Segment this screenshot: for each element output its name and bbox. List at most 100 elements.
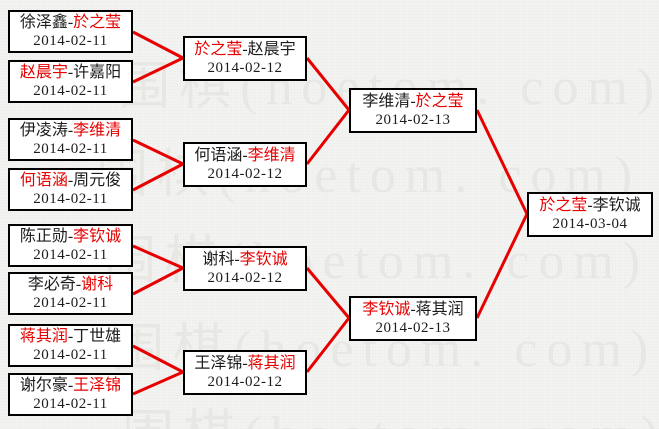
connector-line	[475, 109, 529, 215]
match-players: 徐泽鑫-於之莹	[20, 13, 121, 32]
match-date: 2014-02-12	[207, 166, 283, 182]
match-box-final[interactable]: 於之莹-李钦诚 2014-03-04	[527, 192, 653, 237]
match-box-sf-1[interactable]: 李维清-於之莹 2014-02-13	[349, 88, 477, 133]
player-1: 何语涵	[19, 172, 68, 189]
connector-line	[475, 213, 529, 319]
player-2: 许嘉阳	[73, 64, 122, 81]
name-separator: -	[67, 172, 74, 189]
match-box-r1-5[interactable]: 陈正勋-李钦诚 2014-02-11	[8, 224, 133, 267]
player-2: 李钦诚	[239, 251, 288, 268]
match-players: 李维清-於之莹	[362, 92, 463, 111]
connector-line	[305, 317, 351, 373]
match-players: 谢尔豪-王泽锦	[20, 376, 121, 395]
match-box-r2-4[interactable]: 王泽锦-蒋其润 2014-02-12	[183, 350, 307, 395]
connector-line	[132, 30, 184, 60]
player-2: 李维清	[247, 147, 296, 164]
player-2: 丁世雄	[73, 328, 122, 345]
connector-line	[132, 244, 184, 270]
name-separator: -	[242, 41, 248, 58]
player-2: 李维清	[73, 122, 122, 139]
match-date: 2014-02-13	[375, 112, 451, 128]
match-players: 於之莹-赵晨宇	[194, 40, 295, 59]
player-2: 周元俊	[73, 172, 122, 189]
player-1: 李钦诚	[362, 301, 411, 318]
match-date: 2014-02-11	[33, 83, 108, 99]
watermark-text: 围棋(hoetom. com)	[122, 392, 659, 429]
match-box-r1-6[interactable]: 李必奇-谢科 2014-02-11	[8, 272, 133, 315]
match-date: 2014-02-13	[375, 320, 451, 336]
name-separator: -	[67, 14, 74, 31]
connector-line	[132, 370, 184, 396]
match-players: 於之莹-李钦诚	[539, 196, 640, 215]
player-1: 蒋其润	[19, 328, 68, 345]
connector-line	[132, 162, 184, 192]
match-date: 2014-02-11	[33, 396, 108, 412]
match-box-r1-4[interactable]: 何语涵-周元俊 2014-02-11	[8, 168, 133, 211]
match-date: 2014-02-11	[33, 295, 108, 311]
player-2: 谢科	[81, 276, 114, 293]
match-date: 2014-02-11	[33, 347, 108, 363]
player-1: 赵晨宇	[19, 64, 68, 81]
player-1: 谢科	[202, 251, 235, 268]
player-1: 李维清	[362, 93, 411, 110]
match-box-r1-1[interactable]: 徐泽鑫-於之莹 2014-02-11	[8, 10, 133, 53]
player-1: 李必奇	[27, 276, 76, 293]
name-separator: -	[67, 122, 74, 139]
match-date: 2014-02-11	[33, 247, 108, 263]
player-2: 李钦诚	[592, 197, 641, 214]
player-2: 於之莹	[73, 14, 122, 31]
player-1: 於之莹	[194, 41, 243, 58]
match-players: 伊凌涛-李维清	[20, 121, 121, 140]
match-players: 谢科-李钦诚	[202, 250, 287, 269]
match-players: 何语涵-周元俊	[20, 171, 121, 190]
connector-line	[305, 109, 351, 165]
connector-line	[132, 138, 184, 166]
player-2: 蒋其润	[415, 301, 464, 318]
match-players: 李钦诚-蒋其润	[362, 300, 463, 319]
match-box-sf-2[interactable]: 李钦诚-蒋其润 2014-02-13	[349, 296, 477, 341]
match-players: 王泽锦-蒋其润	[194, 354, 295, 373]
match-box-r2-2[interactable]: 何语涵-李维清 2014-02-12	[183, 142, 307, 187]
connector-line	[305, 57, 351, 111]
name-separator: -	[67, 328, 74, 345]
match-players: 陈正勋-李钦诚	[20, 227, 121, 246]
player-1: 谢尔豪	[19, 377, 68, 394]
match-box-r2-3[interactable]: 谢科-李钦诚 2014-02-12	[183, 246, 307, 291]
player-1: 於之莹	[539, 197, 588, 214]
match-box-r1-8[interactable]: 谢尔豪-王泽锦 2014-02-11	[8, 373, 133, 416]
match-date: 2014-02-12	[207, 270, 283, 286]
player-2: 於之莹	[415, 93, 464, 110]
player-1: 陈正勋	[19, 228, 68, 245]
connector-line	[305, 267, 351, 319]
name-separator: -	[410, 301, 416, 318]
name-separator: -	[410, 93, 416, 110]
match-players: 赵晨宇-许嘉阳	[20, 63, 121, 82]
player-1: 何语涵	[194, 147, 243, 164]
match-date: 2014-02-11	[33, 33, 108, 49]
match-date: 2014-02-11	[33, 141, 108, 157]
player-2: 王泽锦	[73, 377, 122, 394]
match-box-r2-1[interactable]: 於之莹-赵晨宇 2014-02-12	[183, 36, 307, 81]
connector-line	[132, 56, 184, 84]
name-separator: -	[67, 228, 74, 245]
match-date: 2014-02-11	[33, 191, 108, 207]
connector-line	[132, 266, 184, 296]
match-box-r1-7[interactable]: 蒋其润-丁世雄 2014-02-11	[8, 324, 133, 367]
name-separator: -	[67, 64, 74, 81]
player-2: 李钦诚	[73, 228, 122, 245]
match-players: 何语涵-李维清	[194, 146, 295, 165]
match-date: 2014-02-12	[207, 60, 283, 76]
name-separator: -	[242, 147, 248, 164]
player-1: 王泽锦	[194, 355, 243, 372]
name-separator: -	[67, 377, 74, 394]
match-players: 李必奇-谢科	[28, 275, 113, 294]
name-separator: -	[75, 276, 82, 293]
player-2: 赵晨宇	[247, 41, 296, 58]
match-box-r1-3[interactable]: 伊凌涛-李维清 2014-02-11	[8, 118, 133, 161]
name-separator: -	[587, 197, 593, 214]
connector-line	[132, 344, 184, 374]
match-box-r1-2[interactable]: 赵晨宇-许嘉阳 2014-02-11	[8, 60, 133, 103]
name-separator: -	[242, 355, 248, 372]
